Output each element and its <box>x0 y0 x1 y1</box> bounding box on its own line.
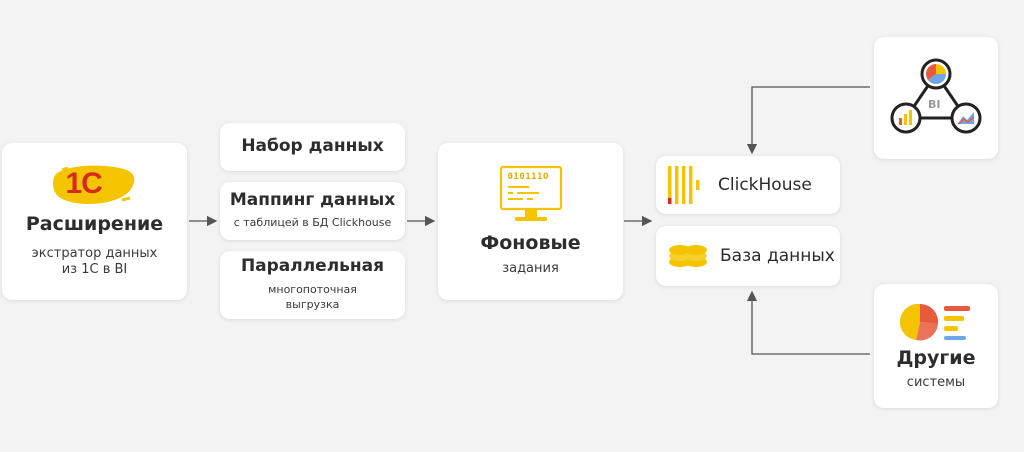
other-systems-title: Другие <box>896 346 976 369</box>
background-jobs-subtitle: задания <box>502 260 559 276</box>
arrow-other-to-database <box>746 290 870 355</box>
arrow-bi-to-clickhouse <box>746 86 870 155</box>
parallel-subtitle-line2: выгрузка <box>285 297 340 311</box>
pie-chart-bars-icon <box>896 300 976 344</box>
mapping-subtitle: с таблицей в БД Clickhouse <box>233 215 392 229</box>
background-jobs-title: Фоновые <box>480 232 581 255</box>
other-systems-subtitle: системы <box>906 375 966 391</box>
clickhouse-card: ClickHouse <box>656 156 840 214</box>
parallel-card: Параллельная многопоточная выгрузка <box>220 251 405 319</box>
extension-card: 1С Расширение экстратор данных из 1С в B… <box>2 143 187 300</box>
parallel-title: Параллельная <box>240 256 385 277</box>
logo-1c-icon: 1С <box>52 164 138 206</box>
clickhouse-icon <box>668 166 704 204</box>
monitor-code-text: 010111O <box>507 172 549 183</box>
dataset-title: Набор данных <box>241 136 384 157</box>
dataset-card: Набор данных <box>220 123 405 171</box>
bi-system-card: BI <box>874 37 998 159</box>
extension-subtitle-line2: из 1С в BI <box>61 262 128 278</box>
database-label: База данных <box>720 246 835 266</box>
clickhouse-label: ClickHouse <box>718 175 812 195</box>
parallel-subtitle-line1: многопоточная <box>268 282 357 296</box>
monitor-code-icon: 010111O <box>499 165 563 225</box>
database-coins-icon <box>668 242 708 270</box>
logo-1c-text: 1С <box>65 166 103 200</box>
extension-title: Расширение <box>25 212 164 235</box>
bi-label: BI <box>928 98 941 111</box>
mapping-title: Маппинг данных <box>229 190 396 211</box>
mapping-card: Маппинг данных с таблицей в БД Clickhous… <box>220 182 405 240</box>
extension-subtitle-line1: экстратор данных <box>31 245 158 261</box>
bi-network-icon: BI <box>888 58 984 138</box>
database-card: База данных <box>656 226 840 286</box>
background-jobs-card: 010111O Фоновые задания <box>438 143 623 300</box>
other-systems-card: Другие системы <box>874 284 998 408</box>
